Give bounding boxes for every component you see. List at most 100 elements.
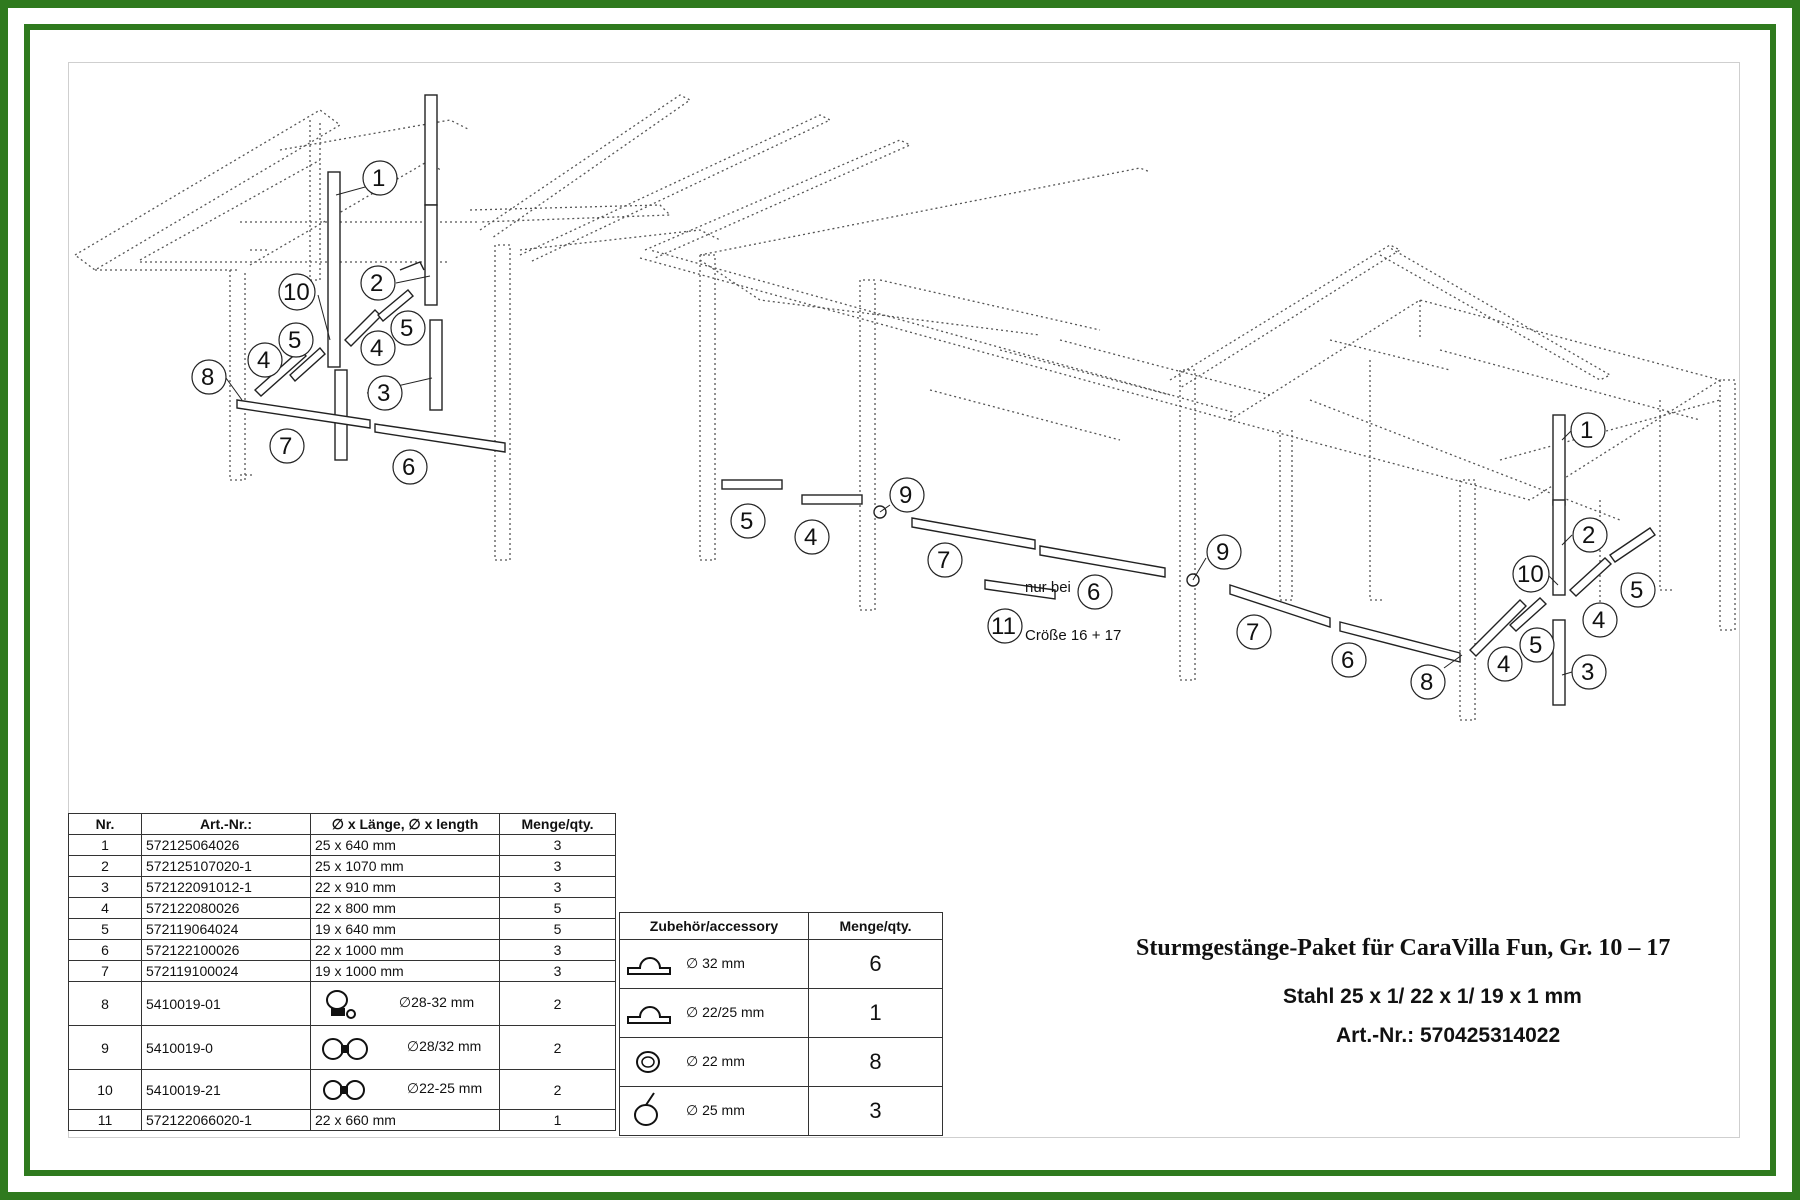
cell-art: 5410019-21 xyxy=(141,1069,311,1110)
acc-cell-item: ∅ 22 mm xyxy=(619,1037,809,1087)
acc-dim: ∅ 25 mm xyxy=(686,1101,745,1118)
cell-nr: 10 xyxy=(68,1069,142,1110)
callout-6-right: 6 xyxy=(1341,647,1354,674)
cell-art: 572122100026 xyxy=(141,939,311,961)
acc-qty: 8 xyxy=(808,1037,943,1087)
cell-qty: 2 xyxy=(499,981,616,1026)
ring-clip-icon xyxy=(636,1051,660,1073)
cell-dim: 22 x 660 mm xyxy=(310,1109,500,1131)
cell-dim: 22 x 1000 mm xyxy=(310,939,500,961)
cell-qty: 3 xyxy=(499,960,616,982)
cell-dim: 25 x 1070 mm xyxy=(310,855,500,877)
tube-part-7-mid xyxy=(911,517,1036,550)
frame-middle-dotted xyxy=(639,139,1612,681)
tube-part-6-left xyxy=(374,423,506,453)
cell-nr: 1 xyxy=(68,834,142,856)
cell-dim-with-icon: ∅28-32 mm xyxy=(310,981,500,1026)
callout-2-left: 2 xyxy=(370,270,383,297)
tube-part-5-right-a xyxy=(1508,597,1548,632)
article-number: Art.-Nr.: 570425314022 xyxy=(1336,1024,1561,1047)
callouts: 1 2 3 4 4 5 5 6 7 8 10 5 4 9 7 6 9 11 nu… xyxy=(191,160,1656,700)
cell-dim: ∅28/32 mm xyxy=(406,1038,482,1055)
cell-dim: 19 x 640 mm xyxy=(310,918,500,940)
cell-nr: 9 xyxy=(68,1025,142,1070)
callout-7-mid: 7 xyxy=(937,547,950,574)
acc-qty: 6 xyxy=(808,939,943,989)
callout-5-left-b: 5 xyxy=(400,315,413,342)
callout-11: 11 xyxy=(991,613,1016,640)
acc-qty: 3 xyxy=(808,1086,943,1136)
pole-part-1-left-b xyxy=(327,171,341,368)
pole-part-1-left xyxy=(424,94,438,206)
acc-qty: 1 xyxy=(808,988,943,1038)
cell-nr: 8 xyxy=(68,981,142,1026)
double-clamp-icon xyxy=(323,1079,365,1100)
tube-part-6-right xyxy=(1339,621,1461,663)
callout-4-mid: 4 xyxy=(804,524,817,551)
cell-dim: ∅28-32 mm xyxy=(398,994,475,1011)
callout-1-right: 1 xyxy=(1580,417,1593,444)
cell-qty: 5 xyxy=(499,897,616,919)
cell-dim-with-icon: ∅28/32 mm xyxy=(310,1025,500,1070)
cell-nr: 6 xyxy=(68,939,142,961)
callout-9-mid: 9 xyxy=(899,482,912,509)
callout-8-left: 8 xyxy=(201,364,214,391)
accessory-table-header: Zubehör/accessory Menge/qty. xyxy=(619,912,943,940)
tube-part-5-left-b xyxy=(377,289,414,322)
table-row: 9 5410019-0 ∅28/32 mm 2 xyxy=(68,1025,616,1070)
table-row: 10 5410019-21 ∅22-25 mm 2 xyxy=(68,1069,616,1110)
callout-1-left: 1 xyxy=(372,165,385,192)
note-line-1: nur bei xyxy=(1025,579,1071,596)
callout-5-left-a: 5 xyxy=(288,327,301,354)
cell-nr: 3 xyxy=(68,876,142,898)
cell-art: 572125064026 xyxy=(141,834,311,856)
callout-6-mid: 6 xyxy=(1087,579,1100,606)
cell-art: 572119100024 xyxy=(141,960,311,982)
col-header-acc-qty: Menge/qty. xyxy=(808,912,943,940)
callout-4-right-b: 4 xyxy=(1592,607,1605,634)
table-row: ∅ 22 mm 8 xyxy=(619,1037,943,1087)
cell-nr: 7 xyxy=(68,960,142,982)
callout-8-right: 8 xyxy=(1420,669,1433,696)
callout-5-mid: 5 xyxy=(740,508,753,535)
table-row: ∅ 32 mm 6 xyxy=(619,939,943,989)
parts-table: Nr. Art.-Nr.: ∅ x Länge, ∅ x length Meng… xyxy=(68,813,616,1131)
tube-part-4-right-b xyxy=(1568,557,1613,597)
cell-qty: 2 xyxy=(499,1025,616,1070)
cell-qty: 5 xyxy=(499,918,616,940)
cell-art: 5410019-01 xyxy=(141,981,311,1026)
callout-7-right: 7 xyxy=(1246,619,1259,646)
callout-6-left: 6 xyxy=(402,454,415,481)
cell-qty: 3 xyxy=(499,876,616,898)
callout-5-right-b: 5 xyxy=(1630,577,1643,604)
cell-qty: 2 xyxy=(499,1069,616,1110)
pipe-clip-icon xyxy=(627,1006,671,1024)
tube-part-5-mid xyxy=(721,479,783,490)
col-header-accessory: Zubehör/accessory xyxy=(619,912,809,940)
cell-qty: 3 xyxy=(499,834,616,856)
cell-art: 572125107020-1 xyxy=(141,855,311,877)
inner-frame xyxy=(24,24,1776,1176)
cell-art: 572119064024 xyxy=(141,918,311,940)
acc-dim: ∅ 32 mm xyxy=(686,954,745,971)
drawing-sheet xyxy=(68,62,1740,1138)
accessory-table: Zubehör/accessory Menge/qty. ∅ 32 mm 6 ∅… xyxy=(619,912,943,1136)
callout-3-right: 3 xyxy=(1581,659,1594,686)
callout-5-right-a: 5 xyxy=(1529,632,1542,659)
cell-dim: ∅22-25 mm xyxy=(406,1080,483,1097)
cell-art: 572122066020-1 xyxy=(141,1109,311,1131)
callout-10-right: 10 xyxy=(1517,561,1544,588)
tube-part-7-left xyxy=(236,399,371,429)
clamp-icon xyxy=(326,989,356,1019)
parts-table-header: Nr. Art.-Nr.: ∅ x Länge, ∅ x length Meng… xyxy=(68,813,616,835)
table-row: ∅ 25 mm 3 xyxy=(619,1086,943,1136)
